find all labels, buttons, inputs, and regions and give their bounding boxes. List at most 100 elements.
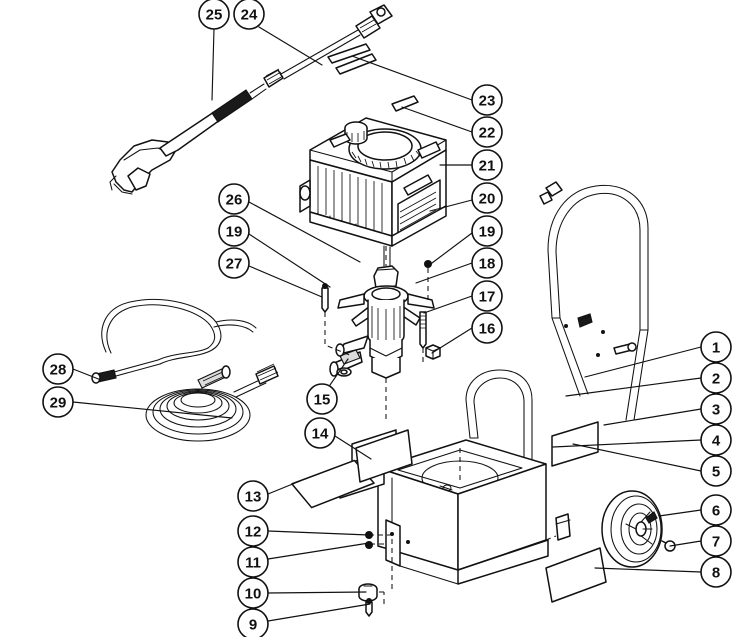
callout-25[interactable]: 25 [198,0,230,30]
leader-line-16 [431,327,473,354]
callout-10[interactable]: 10 [237,577,269,609]
callout-circle [304,417,336,449]
callout-13[interactable]: 13 [237,480,269,512]
leader-line-24 [258,26,323,66]
callout-9[interactable]: 9 [237,608,269,637]
callout-number: 26 [226,192,243,209]
leader-line-25 [211,28,215,101]
callout-2[interactable]: 2 [700,362,732,394]
part-high-pressure-hose [145,363,279,442]
part-cotter-pin [365,598,373,617]
callout-number: 12 [245,524,262,541]
part-spray-gun [109,4,393,195]
leader-line-28 [72,368,102,381]
callout-circle [237,480,269,512]
callout-circle [42,386,74,418]
callout-number: 11 [245,555,261,572]
callout-21[interactable]: 21 [471,149,503,181]
callout-number: 25 [206,7,223,24]
leader-line-14 [334,435,372,460]
callout-15[interactable]: 15 [306,383,338,415]
callout-circle [471,280,503,312]
callout-bubbles: 1234567891011121314151617181920212223242… [42,0,732,637]
leader-line-9 [267,603,371,622]
part-engine-decal [391,95,419,112]
callout-circle [471,247,503,279]
leader-line-12 [267,530,370,536]
callout-number: 10 [245,586,262,603]
leader-line-5 [572,443,702,472]
part-side-decal [545,547,607,603]
callout-number: 29 [50,395,67,412]
callout-12[interactable]: 12 [237,515,269,547]
callout-1[interactable]: 1 [700,331,732,363]
callout-number: 27 [226,256,243,273]
callout-circle [700,455,732,487]
callout-24[interactable]: 24 [233,0,265,30]
callout-circle [237,546,269,578]
leader-line-2 [565,377,702,397]
callout-circle [218,183,250,215]
callout-19[interactable]: 19 [471,215,503,247]
part-engine-assembly [299,117,447,267]
callout-8[interactable]: 8 [700,556,732,588]
part-nozzle-tip [355,4,393,39]
callout-28[interactable]: 28 [42,353,74,385]
callout-27[interactable]: 27 [218,247,250,279]
callout-circle [42,353,74,385]
callout-circle [700,556,732,588]
part-top-decal [355,429,413,483]
part-quick-coupler [263,68,284,88]
callout-circle [218,247,250,279]
leader-line-23 [351,55,473,101]
callout-23[interactable]: 23 [471,84,503,116]
callout-11[interactable]: 11 [237,546,269,578]
part-handle-bolt [613,342,637,355]
callout-14[interactable]: 14 [304,417,336,449]
callout-number: 19 [226,224,243,241]
callout-number: 28 [50,362,67,379]
leader-line-3 [603,408,702,426]
callout-18[interactable]: 18 [471,247,503,279]
callout-circle [218,215,250,247]
callout-7[interactable]: 7 [700,525,732,557]
callout-20[interactable]: 20 [471,182,503,214]
leader-line-6 [658,509,702,517]
part-pump-assembly [329,265,435,379]
callout-number: 3 [712,402,720,419]
callout-22[interactable]: 22 [471,116,503,148]
callout-16[interactable]: 16 [471,312,503,344]
callout-19b[interactable]: 19 [218,215,250,247]
callout-17[interactable]: 17 [471,280,503,312]
callout-circle [471,84,503,116]
callout-circle [237,515,269,547]
callout-3[interactable]: 3 [700,393,732,425]
callout-6[interactable]: 6 [700,494,732,526]
part-handle-bar [539,181,649,421]
callout-29[interactable]: 29 [42,386,74,418]
leader-line-20 [429,199,473,212]
callout-number: 19 [479,224,496,241]
callout-number: 21 [479,158,496,175]
leader-line-7 [669,540,702,547]
callout-circle [471,116,503,148]
callout-leader-lines [72,26,702,622]
callout-number: 6 [712,503,720,520]
leader-line-18 [415,262,473,284]
part-detergent-hose [91,298,257,384]
callout-number: 22 [479,125,496,142]
callout-5[interactable]: 5 [700,455,732,487]
leader-line-15 [329,358,349,386]
leader-line-26 [248,201,361,263]
leader-line-13 [267,480,301,495]
leader-line-19 [427,232,473,267]
callout-circle [700,362,732,394]
callout-26[interactable]: 26 [218,183,250,215]
callout-circle [306,383,338,415]
leader-line-1 [584,346,702,378]
callout-circle [700,525,732,557]
callout-number: 17 [479,289,496,306]
callout-circle [700,494,732,526]
callout-4[interactable]: 4 [700,424,732,456]
